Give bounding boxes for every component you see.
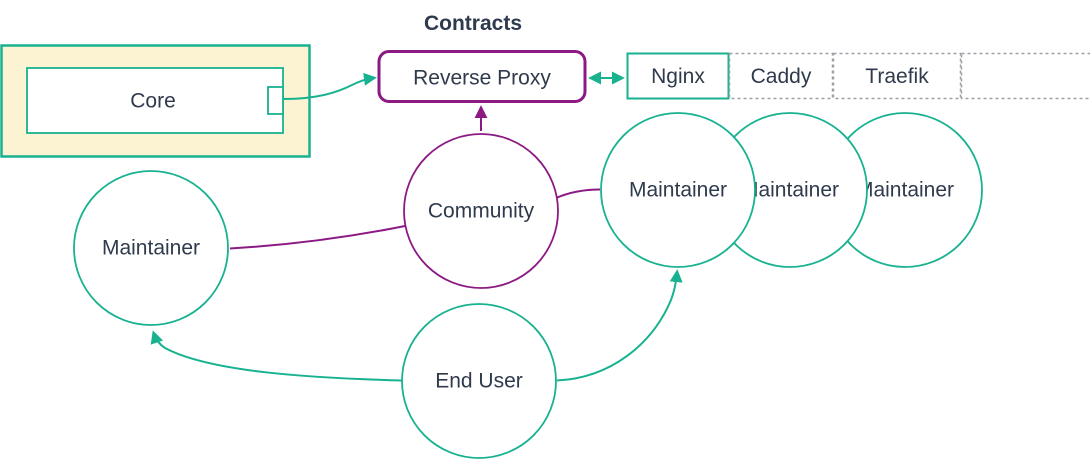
maintainer-right-1-label: Maintainer xyxy=(629,179,727,202)
maintainer-right-3-label: Maintainer xyxy=(856,179,954,202)
maintainer-left-label: Maintainer xyxy=(102,237,200,260)
reverse-proxy-label: Reverse Proxy xyxy=(413,67,551,90)
nginx-cell xyxy=(626,52,730,100)
nginx-label: Nginx xyxy=(651,65,705,88)
traefik-label: Traefik xyxy=(865,65,929,88)
end-user-node: End User xyxy=(401,303,557,459)
core-label: Core xyxy=(130,90,176,113)
maintainer-left-circle xyxy=(73,170,229,326)
maintainer-right-group: Maintainer Maintainer Maintainer xyxy=(600,112,983,268)
core-port xyxy=(267,86,284,115)
traefik-cell xyxy=(832,52,962,100)
core-node: Core xyxy=(0,44,311,158)
community-label: Community xyxy=(428,200,535,223)
end-user-label: End User xyxy=(435,370,523,393)
maintainer-left-node: Maintainer xyxy=(73,170,229,326)
reverse-proxy-node: Reverse Proxy xyxy=(377,50,587,103)
reverse-proxy-box xyxy=(377,50,587,103)
edge-community-to-maintainer-right xyxy=(555,188,601,199)
community-circle xyxy=(403,133,559,289)
caddy-label: Caddy xyxy=(751,65,812,88)
core-inner-box xyxy=(26,67,284,134)
edge-end-user-to-maintainer-right xyxy=(556,269,683,382)
maintainer-right-2-label: Maintainer xyxy=(741,179,839,202)
proxy-options-row: Nginx Caddy Traefik xyxy=(626,52,1090,100)
caddy-cell xyxy=(728,52,834,100)
maintainer-right-1-circle xyxy=(600,112,756,268)
edge-core-to-reverse-proxy xyxy=(283,72,377,100)
edge-community-to-maintainer-left xyxy=(229,225,406,250)
end-user-circle xyxy=(401,303,557,459)
empty-cell xyxy=(960,52,1090,100)
edge-end-user-to-maintainer-left xyxy=(150,330,403,382)
community-node: Community xyxy=(403,133,559,289)
diagram-title: Contracts xyxy=(424,12,522,35)
